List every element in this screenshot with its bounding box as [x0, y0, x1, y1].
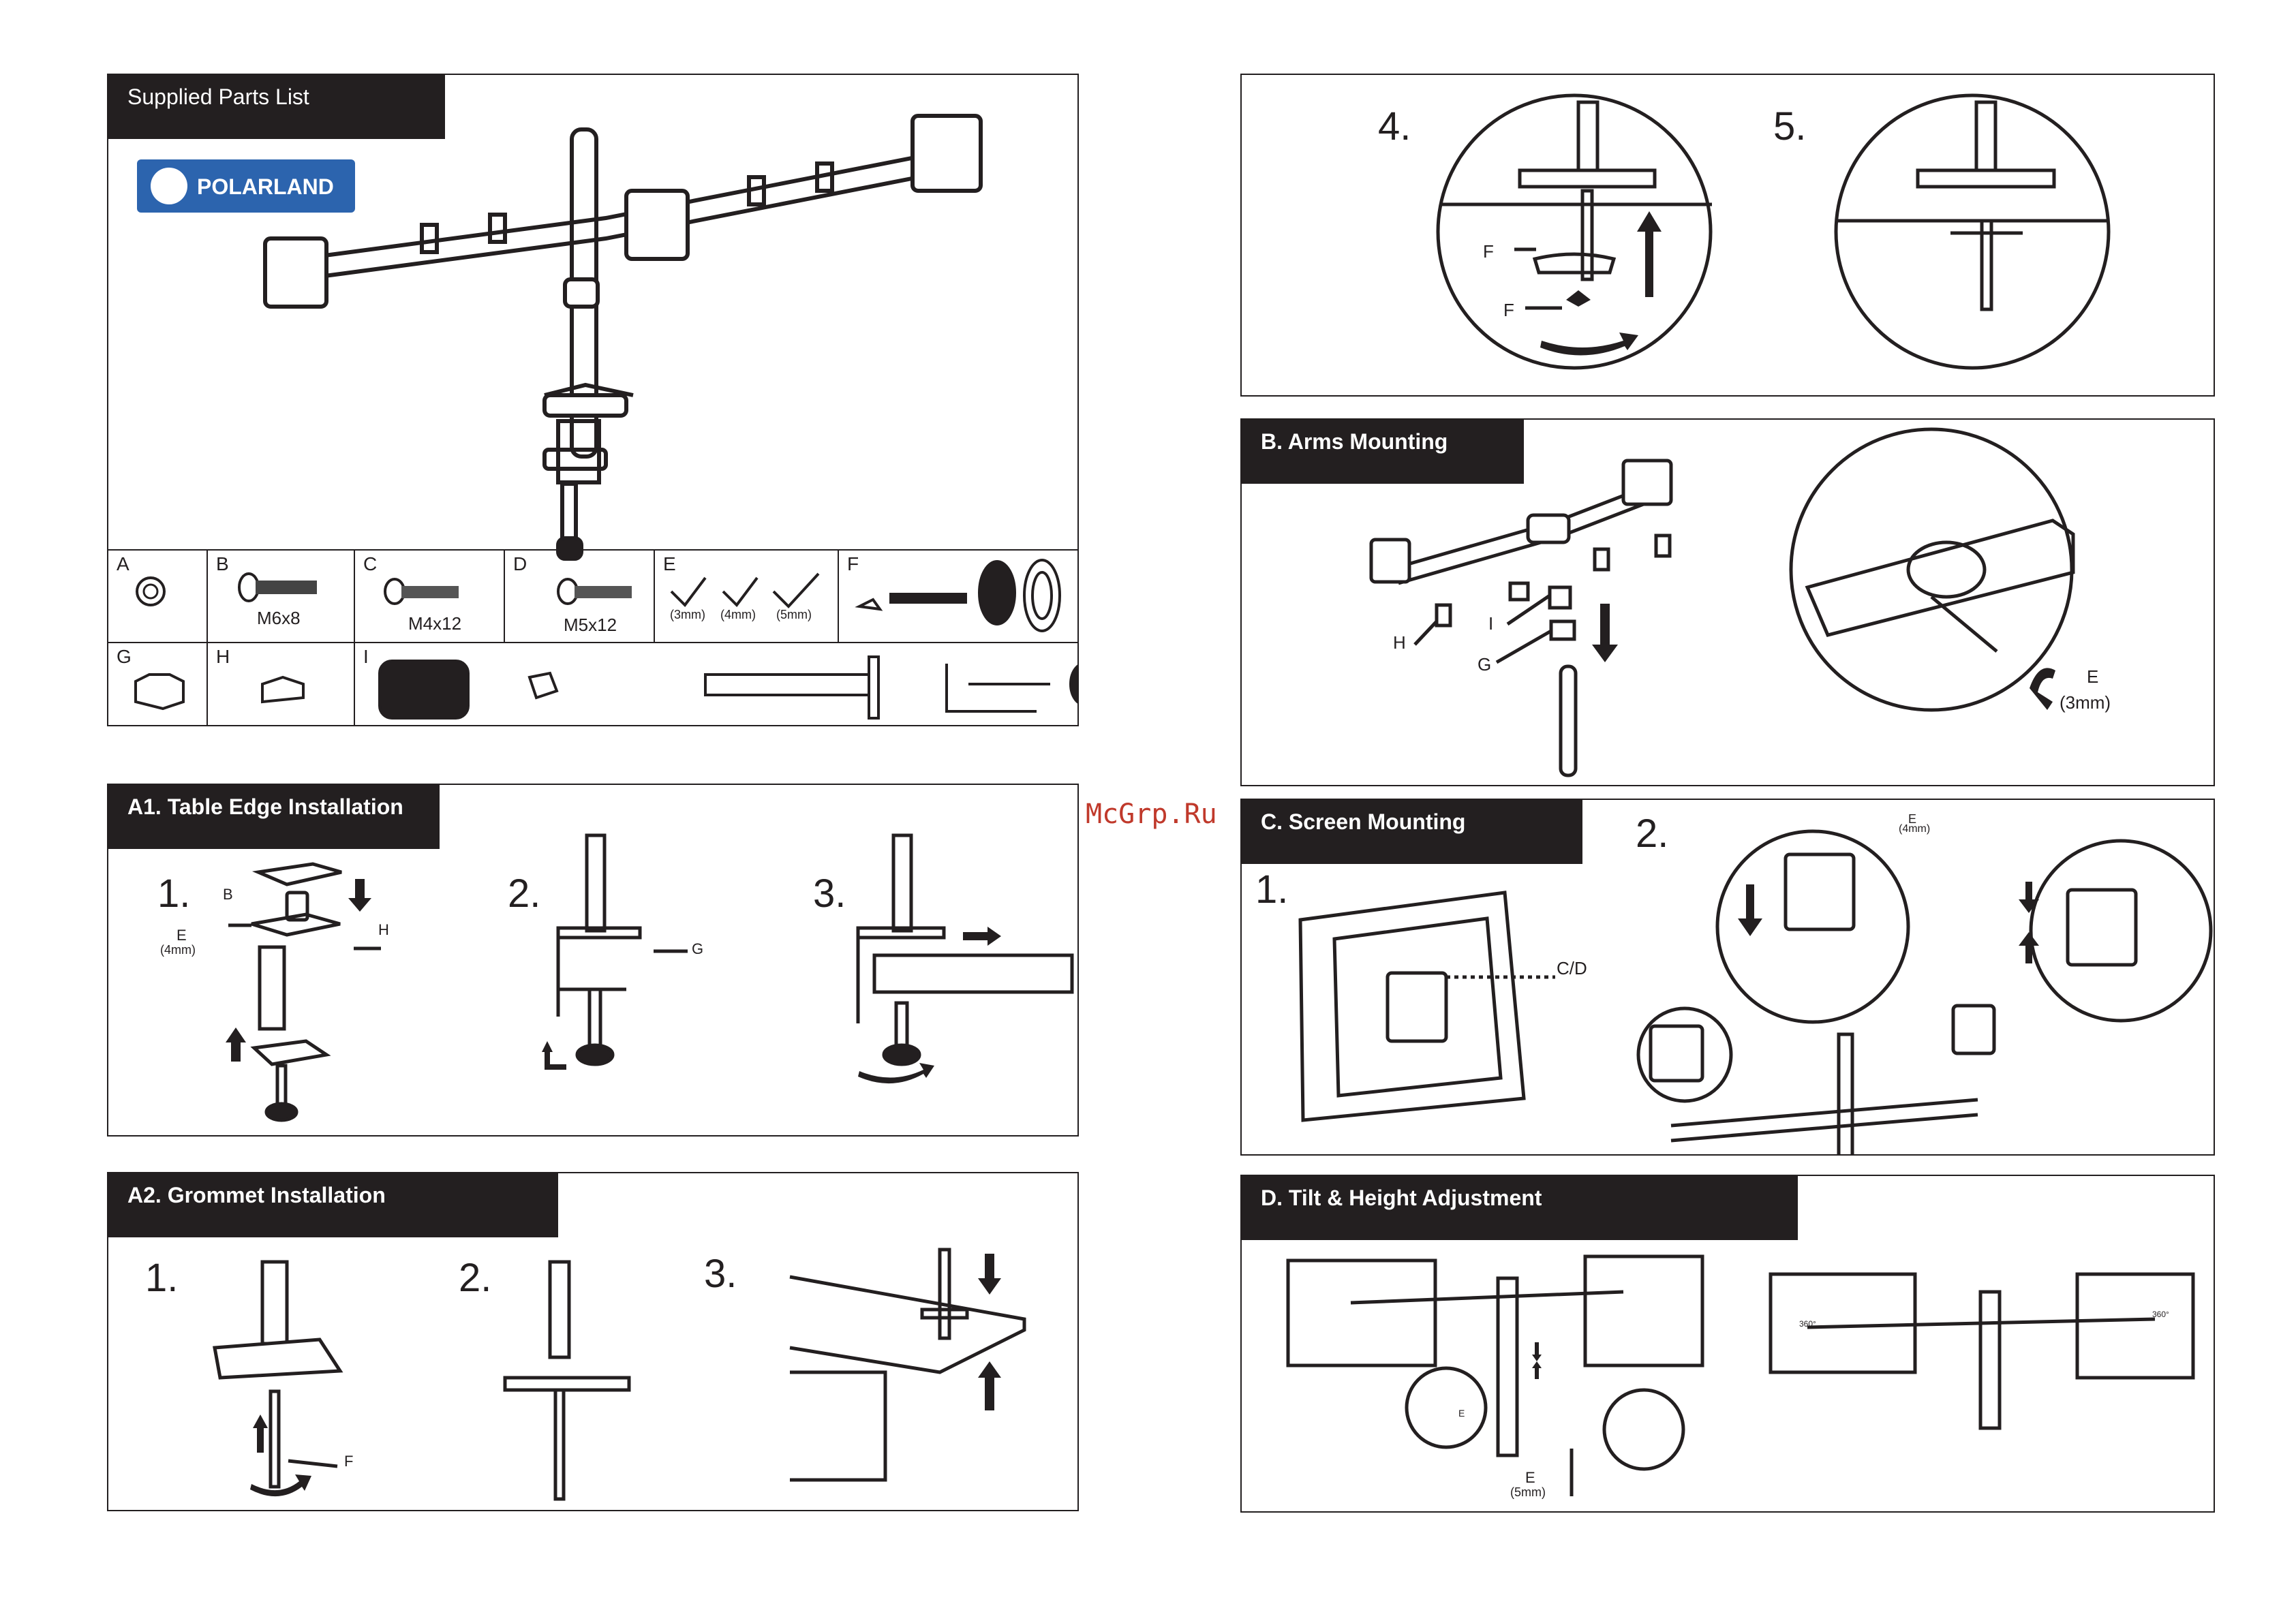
- a2-title: A2. Grommet Installation: [108, 1173, 558, 1237]
- step-number: 4.: [1378, 104, 1411, 149]
- cable-clip-icon: [261, 675, 305, 704]
- part-cell-f: F: [839, 549, 1077, 642]
- callout-e-size: (4mm): [1899, 823, 1931, 835]
- part-key: C: [363, 553, 378, 574]
- callout-b: B: [223, 886, 233, 903]
- part-cell-h: H: [208, 642, 355, 725]
- a-continued-illustrations: [1436, 93, 2111, 370]
- part-label: M4x12: [408, 613, 462, 634]
- callout-e: E: [2087, 666, 2099, 687]
- callout-f: F: [1483, 241, 1494, 262]
- rotation-label: 360°: [2152, 1310, 2169, 1319]
- screw-icon: [384, 578, 459, 605]
- step-number: 1.: [145, 1256, 179, 1300]
- part-cell-b: B M6x8: [208, 549, 355, 642]
- c-panel: C. Screen Mounting 1. 2. C/D E (4mm): [1240, 799, 2215, 1156]
- callout-h: H: [378, 921, 389, 938]
- wrench-size-label: (3mm): [670, 608, 705, 621]
- part-key: A: [117, 553, 129, 574]
- part-key: D: [513, 553, 527, 574]
- a-continued-panel: 4. 5. F F: [1240, 74, 2215, 397]
- b-illustrations: [1369, 427, 2075, 777]
- polarland-bear-icon: [151, 168, 187, 204]
- watermark: McGrp.Ru: [1086, 799, 1217, 830]
- step-number: 1.: [1255, 867, 1289, 912]
- callout-g: G: [692, 940, 704, 957]
- d-illustrations: [1286, 1254, 2195, 1496]
- step-number: 1.: [157, 871, 191, 916]
- part-cell-e: E (3mm) (4mm) (5mm): [655, 549, 839, 642]
- part-cell-c: C M4x12: [355, 549, 505, 642]
- c-title: C. Screen Mounting: [1242, 800, 1582, 864]
- clamp-hardware-icon: [378, 655, 1077, 720]
- part-key: I: [363, 646, 369, 667]
- step-number: 5.: [1773, 104, 1807, 149]
- callout-f: F: [1503, 300, 1514, 320]
- part-key: H: [216, 646, 230, 667]
- grommet-kit-icon: [855, 559, 1061, 632]
- callout-e: E: [177, 927, 187, 944]
- a1-step-illustrations: [226, 833, 1074, 1122]
- bolt-icon: [238, 572, 317, 602]
- wrench-size-label: (4mm): [720, 608, 756, 621]
- c-illustrations: [1298, 829, 2213, 1154]
- allen-wrench-icons: [670, 572, 820, 608]
- callout-e-size: (5mm): [1510, 1485, 1546, 1499]
- arm-cap-icon: [134, 673, 185, 711]
- part-key: G: [117, 646, 132, 667]
- step-number: 2.: [459, 1256, 492, 1300]
- callout-e-size: (3mm): [2060, 692, 2111, 713]
- step-number: 3.: [704, 1252, 737, 1296]
- step-number: 3.: [813, 871, 846, 916]
- triple-monitor-arm-illustration: [263, 114, 983, 561]
- callout-e-size: (4mm): [160, 943, 196, 957]
- part-key: E: [663, 553, 676, 574]
- a1-panel: A1. Table Edge Installation 1. 2. 3. B E…: [107, 784, 1079, 1137]
- b-panel: B. Arms Mounting H I G E (3mm): [1240, 418, 2215, 786]
- part-cell-g: G: [108, 642, 208, 725]
- part-key: B: [216, 553, 229, 574]
- callout-i: I: [1488, 613, 1494, 634]
- part-key: F: [847, 553, 859, 574]
- step-number: 2.: [508, 871, 541, 916]
- callout-cd: C/D: [1557, 958, 1587, 978]
- a2-step-illustrations: [213, 1248, 1026, 1501]
- part-label: M5x12: [564, 615, 617, 635]
- step-number: 2.: [1636, 812, 1669, 856]
- callout-g: G: [1478, 654, 1492, 675]
- callout-h: H: [1393, 632, 1406, 653]
- part-cell-d: D M5x12: [505, 549, 655, 642]
- part-label: M6x8: [257, 608, 301, 628]
- a1-title: A1. Table Edge Installation: [108, 785, 440, 849]
- part-cell-i: I: [355, 642, 1077, 725]
- wrench-size-label: (5mm): [776, 608, 812, 621]
- washer-icon: [136, 576, 166, 606]
- callout-e: E: [1525, 1469, 1535, 1486]
- polarland-logo: POLARLAND: [137, 159, 355, 213]
- parts-list-panel: Supplied Parts List POLARLAND A: [107, 74, 1079, 726]
- a2-panel: A2. Grommet Installation 1. 2. 3. F: [107, 1172, 1079, 1511]
- callout-f: F: [344, 1453, 354, 1470]
- parts-list-title: Supplied Parts List: [108, 75, 445, 139]
- d-title: D. Tilt & Height Adjustment: [1242, 1176, 1798, 1240]
- b-title: B. Arms Mounting: [1242, 420, 1524, 484]
- screw-icon: [557, 578, 632, 605]
- part-cell-a: A: [108, 549, 208, 642]
- callout-e: E: [1908, 812, 1917, 826]
- d-panel: D. Tilt & Height Adjustment E (5mm) E 36…: [1240, 1175, 2215, 1513]
- logo-text: POLARLAND: [197, 174, 334, 199]
- callout-e-small: E: [1458, 1408, 1465, 1419]
